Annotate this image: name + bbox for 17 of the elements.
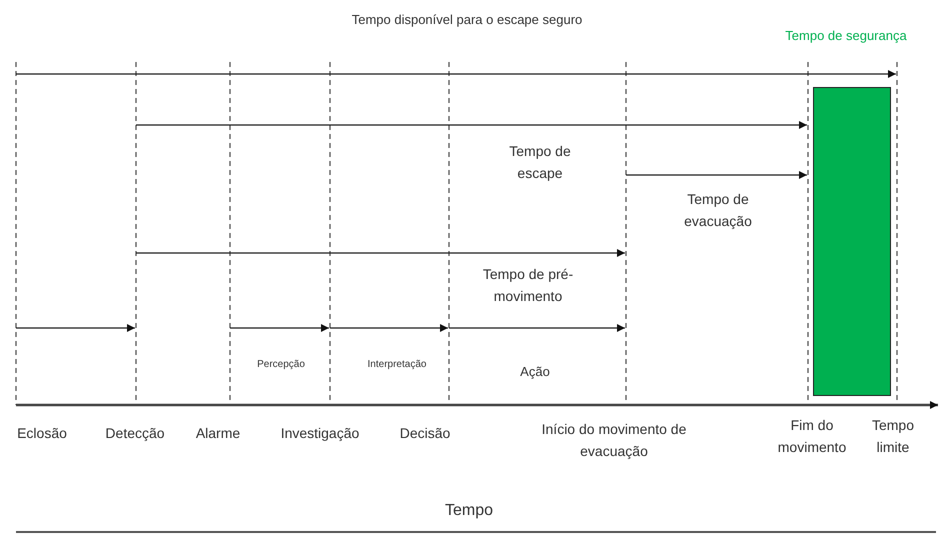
span-label: Tempo de escape	[508, 142, 572, 184]
span-label: Tempo de pré-movimento	[482, 265, 574, 306]
span-label: Tempo disponível para o escape seguro	[350, 11, 584, 29]
axis-title: Tempo	[444, 501, 494, 521]
milestone-label: Tempo limite	[870, 416, 916, 458]
milestone-label: Investigação	[280, 424, 360, 443]
phase-label: Percepção	[256, 358, 306, 372]
milestone-label: Detecção	[104, 424, 166, 443]
bar-heading: Tempo de segurança	[784, 28, 908, 43]
phase-label: Ação	[519, 363, 551, 381]
milestone-label: Eclosão	[16, 424, 68, 443]
milestone-label: Início do movimento de evacuação	[540, 420, 688, 462]
milestone-label: Decisão	[398, 424, 452, 443]
milestone-label: Fim do movimento	[776, 416, 848, 458]
phase-label: Interpretação	[366, 358, 428, 372]
milestone-label: Alarme	[194, 424, 242, 443]
span-label: Tempo de evacuação	[683, 190, 753, 232]
